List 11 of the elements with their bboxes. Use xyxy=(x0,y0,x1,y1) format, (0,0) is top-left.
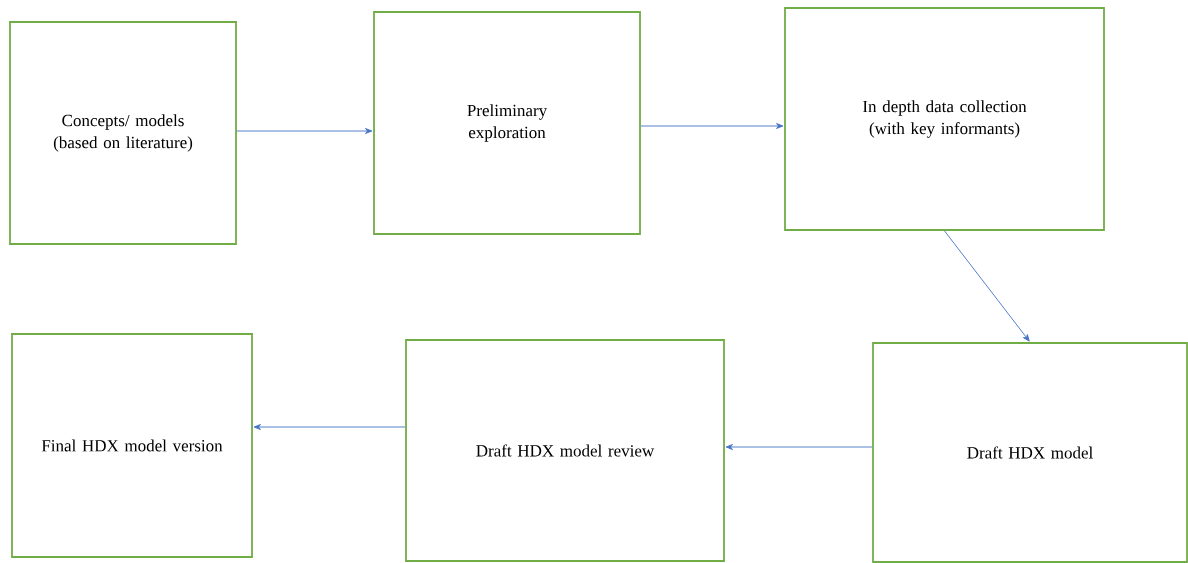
arrow xyxy=(640,123,784,129)
arrow xyxy=(236,128,373,134)
process-box: Preliminary exploration xyxy=(373,11,641,235)
process-box: In depth data collection (with key informants) xyxy=(784,7,1105,231)
process-box: Final HDX model version xyxy=(11,333,253,558)
arrow xyxy=(725,444,873,450)
process-box: Draft HDX model xyxy=(872,342,1188,563)
process-box: Draft HDX model review xyxy=(405,339,725,562)
process-box: Concepts/ models (based on literature) xyxy=(9,21,237,245)
arrow xyxy=(944,230,1030,342)
arrow xyxy=(253,424,406,430)
